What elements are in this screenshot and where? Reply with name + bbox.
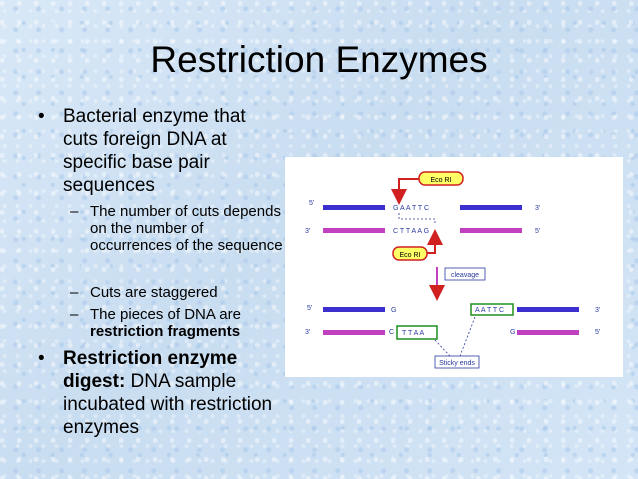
strand-top-right	[460, 205, 522, 210]
after-end-3-left-bottom: 3'	[305, 329, 310, 336]
ecori-arrow-bottom	[427, 229, 443, 254]
sticky-pointer-left	[434, 339, 451, 357]
subbullet-text: The number of cuts depends on the number…	[90, 203, 283, 254]
subbullet-cuts-staggered: – Cuts are staggered	[70, 284, 285, 302]
bullet-text: Restriction enzyme digest: DNA sample in…	[63, 347, 288, 439]
bottom-sequence: C T T A A G	[393, 228, 429, 235]
subbullet-dash: –	[70, 284, 79, 301]
subbullet-text-prefix: The pieces of DNA are	[90, 306, 241, 323]
bullet-text-strong: Restriction enzyme digest:	[63, 348, 238, 392]
subbullet-text: The pieces of DNA are restriction fragme…	[90, 306, 285, 340]
top-sequence: G A A T T C	[393, 205, 429, 212]
cleavage-label-box	[444, 267, 486, 281]
strand-bottom-right	[460, 228, 522, 233]
subbullet-text: Cuts are staggered	[90, 284, 218, 301]
after-strand-bottom-left	[323, 330, 385, 335]
bullet-bacterial-enzyme: • Bacterial enzyme that cuts foreign DNA…	[38, 105, 278, 200]
ecori-diagram-svg: Eco RI 5' G A A T T C 3' 3' C T T A A G …	[305, 171, 600, 369]
cut-line	[398, 213, 436, 223]
end-3-left-bottom: 3'	[305, 228, 310, 235]
bullet-digest: • Restriction enzyme digest: DNA sample …	[38, 347, 283, 442]
subbullet-text-strong: restriction fragments	[90, 323, 241, 340]
cut-bottom-box	[396, 325, 438, 340]
ecori-diagram: Eco RI 5' G A A T T C 3' 3' C T T A A G …	[285, 157, 623, 377]
end-3-right-top: 3'	[535, 205, 540, 212]
ecori-label-top: Eco RI	[430, 177, 451, 184]
after-end-3-right-top: 3'	[595, 307, 600, 314]
end-5-left-top: 5'	[309, 200, 314, 207]
strand-top-left	[323, 205, 385, 210]
strand-bottom-left	[323, 228, 385, 233]
after-strand-top-right	[517, 307, 579, 312]
cut-top-right: A A T T C	[475, 307, 504, 314]
bullet-dot: •	[38, 106, 45, 127]
end-5-right-bottom: 5'	[535, 228, 540, 235]
cut-bottom-left: C	[389, 329, 394, 336]
sticky-label: Sticky ends	[439, 360, 475, 367]
after-end-5-left-top: 5'	[307, 305, 312, 312]
cut-bottom-box-text: T T A A	[402, 330, 425, 337]
subbullet-restriction-fragments: – The pieces of DNA are restriction frag…	[70, 306, 285, 342]
bullet-dot: •	[38, 348, 45, 369]
slide-title: Restriction Enzymes	[150, 39, 488, 80]
sticky-pointer-right	[459, 316, 476, 357]
sticky-label-box	[434, 355, 480, 369]
ecori-arrow-top	[391, 178, 419, 205]
subbullet-dash: –	[70, 203, 79, 220]
cut-bottom-right: G	[510, 329, 515, 336]
after-strand-bottom-right	[517, 330, 579, 335]
cut-top-right-box	[470, 303, 514, 316]
subbullet-dash: –	[70, 306, 79, 323]
bullet-text: Bacterial enzyme that cuts foreign DNA a…	[63, 106, 246, 196]
cut-top-left: G	[391, 307, 396, 314]
subbullet-number-of-cuts: – The number of cuts depends on the numb…	[70, 203, 285, 273]
after-end-5-right-bottom: 5'	[595, 329, 600, 336]
bullet-text-rest: DNA sample incubated with restriction en…	[63, 371, 273, 438]
cleavage-label: cleavage	[451, 272, 479, 279]
ecori-label-bottom: Eco RI	[399, 252, 420, 259]
after-strand-top-left	[323, 307, 385, 312]
